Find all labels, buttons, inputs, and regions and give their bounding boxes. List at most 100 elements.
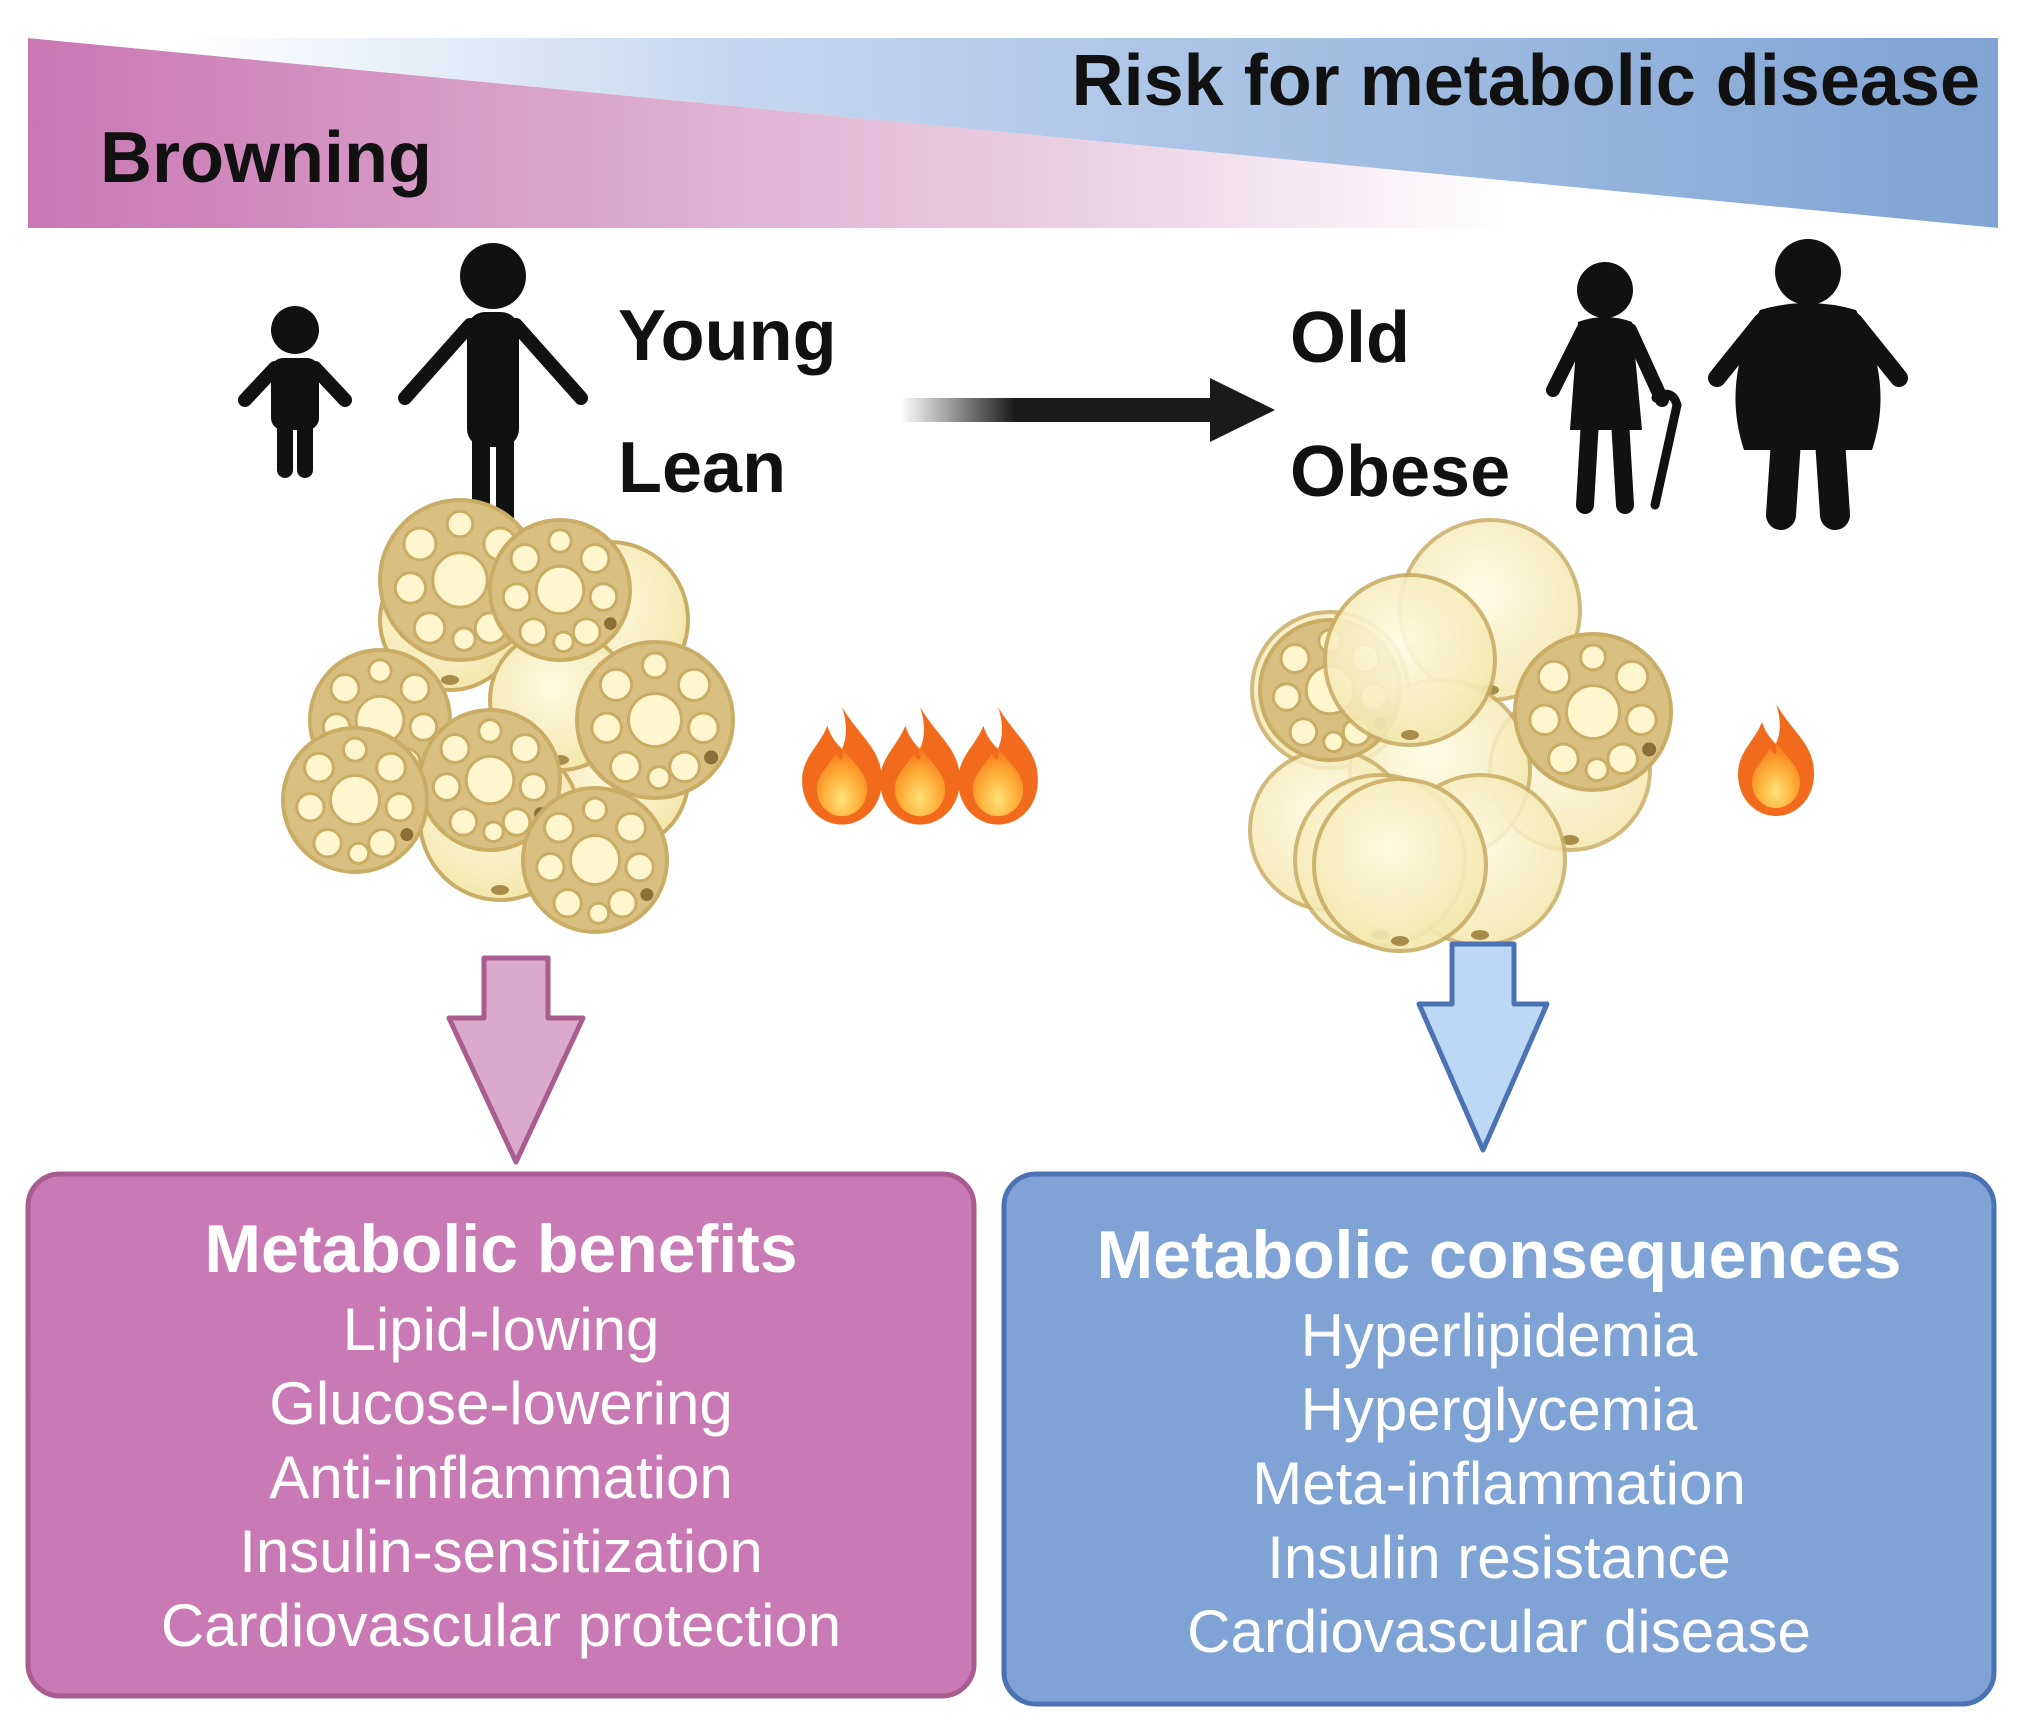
adipocyte-nucleus	[441, 675, 459, 685]
consequence-item: Meta-inflammation	[1252, 1450, 1746, 1517]
obese-label: Obese	[1290, 432, 1510, 512]
lean-adult-icon	[398, 243, 588, 534]
gradient-header: Browning Risk for metabolic disease	[28, 38, 1998, 228]
lipid-droplet	[535, 852, 566, 883]
lipid-droplet	[501, 807, 532, 837]
benefits-box: Metabolic benefits Lipid-lowing Glucose-…	[25, 1171, 977, 1699]
consequence-item: Cardiovascular disease	[1187, 1598, 1811, 1665]
consequence-item: Hyperglycemia	[1301, 1376, 1698, 1443]
benefit-item: Glucose-lowering	[269, 1370, 733, 1437]
flames-low	[1738, 704, 1814, 816]
lipid-droplet	[626, 691, 684, 749]
adipocyte-nucleus	[1561, 835, 1579, 845]
lipid-droplet	[477, 718, 503, 744]
lipid-droplet	[646, 765, 672, 791]
mitochondrion	[1642, 742, 1657, 757]
browning-label: Browning	[100, 118, 432, 198]
old-label: Old	[1290, 298, 1410, 378]
lipid-droplet	[451, 626, 477, 652]
lean-label: Lean	[618, 428, 786, 508]
lipid-droplet	[518, 772, 549, 802]
benefit-item: Lipid-lowing	[343, 1296, 660, 1363]
lipid-droplet	[329, 673, 361, 704]
lipid-droplet	[439, 733, 471, 764]
lipid-droplet	[509, 543, 541, 574]
white-adipocyte-cluster	[1248, 518, 1673, 953]
lipid-droplet	[1322, 730, 1345, 754]
lipid-droplet	[482, 820, 505, 844]
benefit-item: Insulin-sensitization	[239, 1518, 763, 1585]
lipid-droplet	[464, 754, 516, 806]
benefit-item: Cardiovascular protection	[161, 1592, 841, 1659]
lipid-droplet	[587, 901, 611, 925]
consequences-box: Metabolic consequences Hyperlipidemia Hy…	[1001, 1171, 1997, 1707]
lipid-droplet	[448, 807, 479, 837]
lipid-droplet	[1606, 742, 1639, 776]
lipid-droplet	[518, 617, 549, 647]
lipid-droplet	[609, 750, 642, 784]
flame-icon	[802, 707, 882, 825]
lipid-droplet	[590, 711, 623, 745]
flames-high	[802, 707, 1038, 825]
lipid-droplet	[347, 841, 371, 865]
consequence-item: Insulin resistance	[1267, 1524, 1731, 1591]
consequences-title: Metabolic consequences	[1097, 1217, 1902, 1293]
elderly-with-cane-icon	[1546, 262, 1682, 514]
risk-wedge	[28, 38, 1998, 228]
lipid-droplet	[1536, 659, 1572, 695]
lipid-droplet	[1579, 643, 1607, 672]
lipid-droplet	[1614, 659, 1650, 695]
lipid-droplet	[552, 888, 583, 919]
lipid-droplet	[571, 617, 602, 647]
young-label: Young	[618, 296, 837, 376]
benefits-down-arrow	[446, 955, 586, 1165]
lipid-droplet	[509, 733, 541, 764]
lipid-droplet	[408, 712, 439, 742]
flame-icon	[1738, 704, 1814, 816]
adipocyte-nucleus	[1401, 730, 1419, 740]
lipid-droplet	[329, 774, 381, 826]
adipocyte-nucleus	[1391, 936, 1409, 946]
lipid-droplet	[687, 711, 720, 745]
adipocyte	[1323, 573, 1497, 747]
lipid-droplet	[547, 528, 573, 554]
mitochondrion	[704, 750, 719, 765]
lipid-droplet	[1625, 703, 1658, 737]
lipid-droplet	[579, 543, 611, 574]
lipid-droplet	[312, 828, 343, 859]
lipid-droplet	[607, 888, 638, 919]
lipid-droplet	[588, 582, 619, 612]
lipid-droplet	[1279, 643, 1311, 674]
mitochondrion	[640, 888, 654, 902]
benefits-title: Metabolic benefits	[204, 1211, 797, 1287]
lipid-droplet	[534, 564, 586, 616]
lipid-droplet	[402, 526, 438, 562]
lipid-droplet	[569, 834, 621, 886]
benefit-item: Anti-inflammation	[269, 1444, 733, 1511]
lipid-droplet	[445, 509, 475, 539]
child-icon	[238, 306, 352, 478]
transition-arrow	[900, 378, 1275, 442]
lipid-droplet	[412, 611, 447, 645]
lipid-droplet	[431, 772, 462, 802]
mitochondrion	[400, 828, 414, 842]
lipid-droplet	[303, 751, 335, 784]
flame-icon	[880, 707, 960, 825]
lipid-droplet	[1528, 703, 1561, 737]
obese-adult-icon	[1708, 239, 1908, 530]
risk-label: Risk for metabolic disease	[1072, 41, 1980, 121]
lipid-droplet	[1271, 682, 1302, 712]
lipid-droplet	[1584, 757, 1610, 783]
lipid-droplet	[295, 792, 326, 823]
lipid-droplet	[598, 667, 634, 703]
adipocyte-nucleus	[1471, 930, 1489, 940]
lipid-droplet	[641, 651, 669, 680]
flame-icon	[958, 707, 1038, 825]
lipid-droplet	[615, 811, 647, 844]
lipid-droplet	[431, 551, 489, 609]
lipid-droplet	[399, 673, 431, 704]
consequence-item: Hyperlipidemia	[1301, 1302, 1698, 1369]
lipid-droplet	[552, 630, 575, 654]
